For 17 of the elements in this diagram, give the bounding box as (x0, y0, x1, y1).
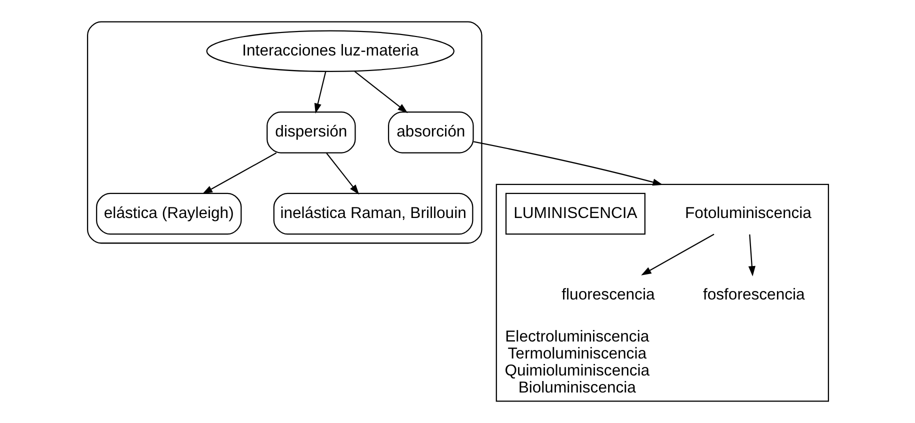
node-ellipse: Interacciones luz-materia (206, 30, 454, 72)
arrow (354, 70, 408, 114)
node-box: absorción (387, 112, 474, 154)
node-box: inelástica Raman, Brillouin (272, 192, 473, 235)
node-box: elástica (Rayleigh) (96, 192, 242, 235)
arrow (473, 141, 662, 186)
arrow (202, 152, 276, 194)
node-box: LUMINISCENCIA (504, 192, 645, 235)
arrow (326, 152, 359, 195)
node-text: fluorescencia (561, 286, 654, 304)
cluster (86, 21, 482, 244)
arrow (640, 234, 714, 276)
node-text: Fotoluminiscencia (684, 204, 811, 222)
node-text: fosforescencia (702, 286, 804, 304)
node-box: dispersión (266, 112, 356, 154)
arrow (314, 72, 326, 114)
arrow (748, 234, 755, 276)
